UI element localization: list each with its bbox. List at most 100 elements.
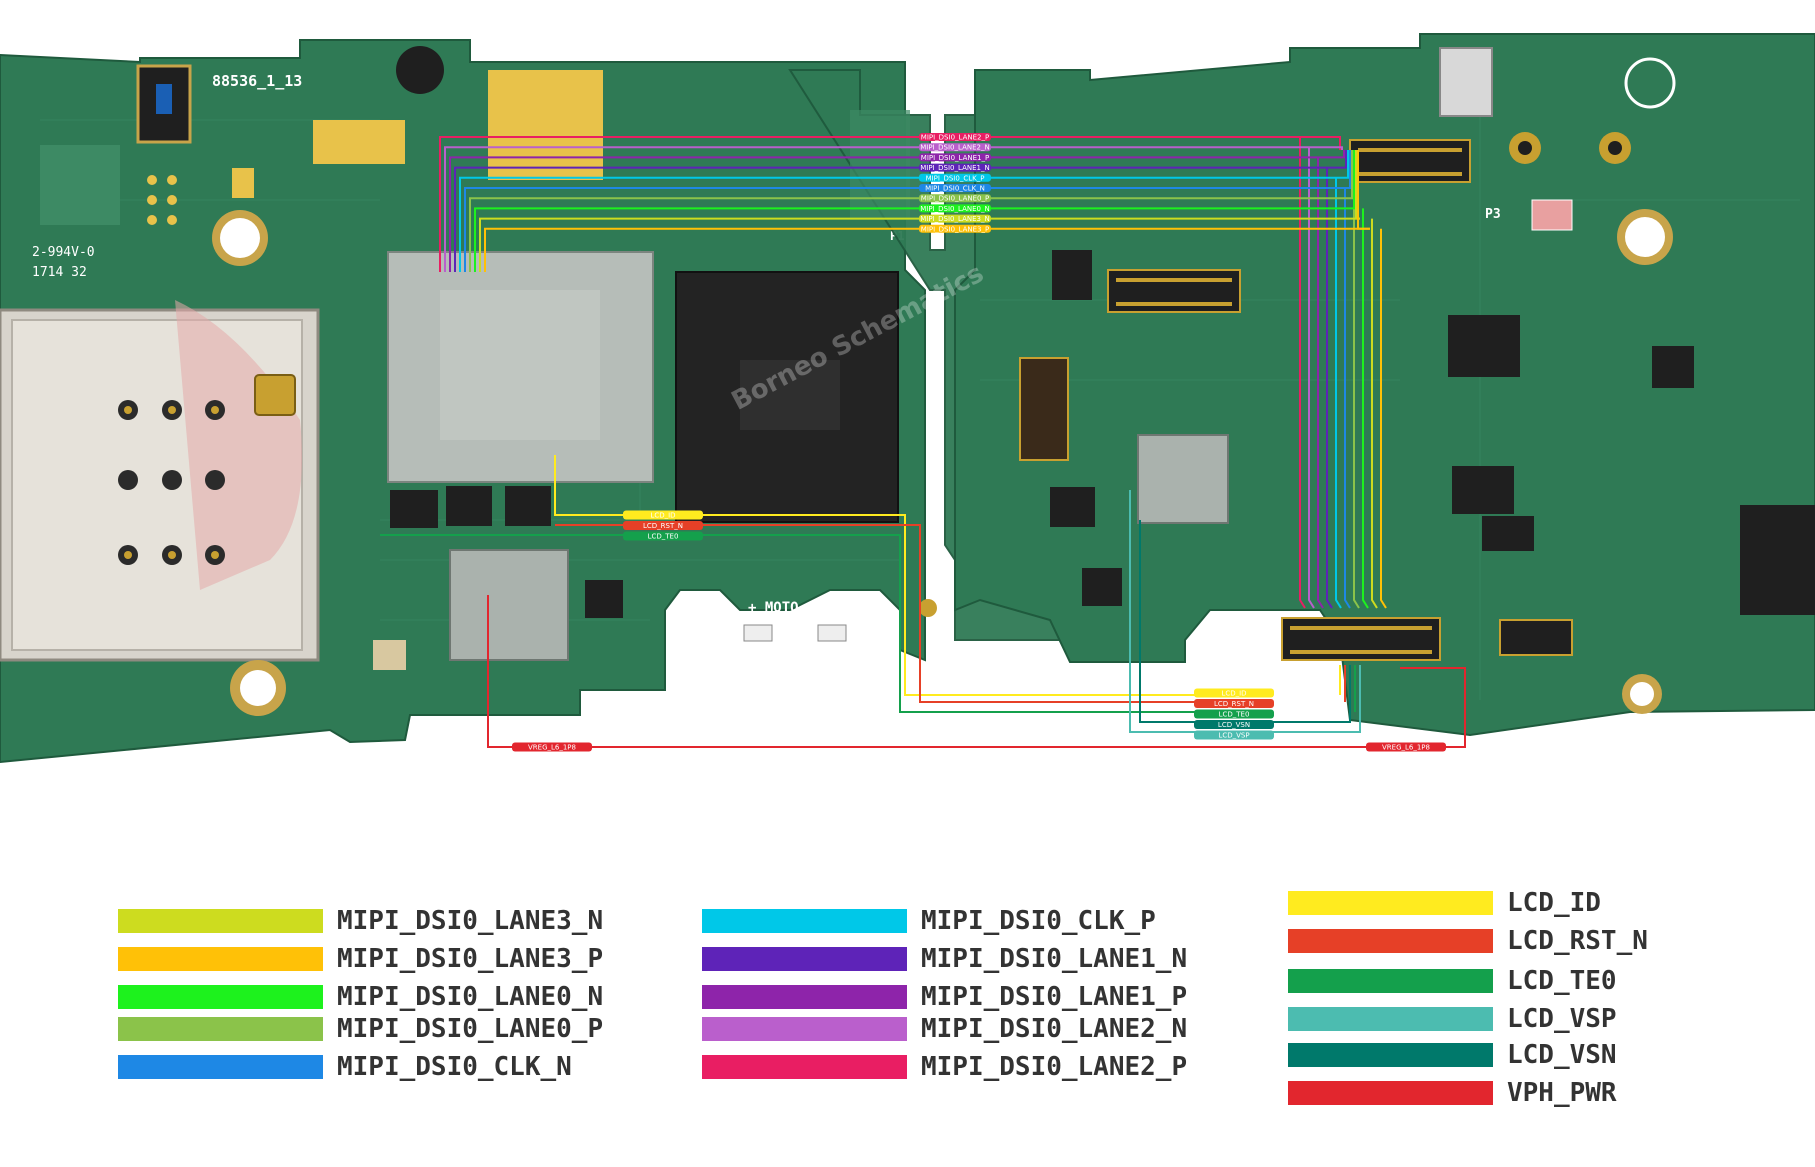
trace-mipi_dsi0_lane0_n-left xyxy=(474,207,1350,272)
net-tag-mipi_dsi0_lane0_n-label: MIPI_DSI0_LANE0_N xyxy=(920,205,989,213)
net-tag-mid-lcd_id-bg xyxy=(623,510,703,520)
legend-label: MIPI_DSI0_LANE3_P xyxy=(337,944,604,974)
net-tag-vreg-l6-1p8-left-label: VREG_L6_1P8 xyxy=(528,744,576,752)
legend-label: MIPI_DSI0_LANE1_P xyxy=(921,982,1188,1012)
net-tag-bottom-lcd_vsp-label: LCD_VSP xyxy=(1218,732,1249,740)
legend-item-mipi-dsi0-lane1-n: MIPI_DSI0_LANE1_N xyxy=(702,944,1187,974)
trace-mipi_dsi0_clk_n-connector xyxy=(1330,150,1351,189)
trace-mipi_dsi0_lane2_p-left xyxy=(439,136,1280,272)
trace-mipi_dsi0_lane3_p-left xyxy=(484,227,1370,272)
net-tag-mipi_dsi0_clk_n: MIPI_DSI0_CLK_N xyxy=(919,184,991,193)
net-tag-bottom-lcd_te0: LCD_TE0 xyxy=(1194,709,1274,719)
trace-mipi_dsi0_lane3_p-down xyxy=(1380,228,1387,609)
net-tag-mipi_dsi0_lane2_p-label: MIPI_DSI0_LANE2_P xyxy=(921,134,989,142)
legend-swatch xyxy=(1288,1007,1493,1031)
trace-mipi_dsi0_clk_p-down xyxy=(1335,177,1342,609)
pcb-marking-left: 2-994V-0 xyxy=(32,245,95,260)
trace-vreg-l6-1p8 xyxy=(487,595,1466,748)
trace-mipi_dsi0_lane1_p-down xyxy=(1317,157,1324,609)
trace-mipi_dsi0_lane2_n-down xyxy=(1308,147,1315,609)
legend-item-mipi-dsi0-lane3-p: MIPI_DSI0_LANE3_P xyxy=(118,944,603,974)
legend-swatch xyxy=(702,1017,907,1041)
legend-item-lcd-te0: LCD_TE0 xyxy=(1288,966,1617,996)
net-tag-mipi_dsi0_lane0_p: MIPI_DSI0_LANE0_P xyxy=(919,194,991,203)
legend-item-mipi-dsi0-lane2-p: MIPI_DSI0_LANE2_P xyxy=(702,1052,1187,1082)
trace-mipi_dsi0_lane3_p-connector xyxy=(1357,150,1370,230)
net-tag-mipi_dsi0_lane1_p-bg xyxy=(919,153,991,162)
pmic-bga xyxy=(449,549,569,661)
legend-item-mipi-dsi0-lane1-p: MIPI_DSI0_LANE1_P xyxy=(702,982,1187,1012)
legend-item-mipi-dsi0-lane0-p: MIPI_DSI0_LANE0_P xyxy=(118,1014,603,1044)
net-tag-mipi_dsi0_lane0_p-label: MIPI_DSI0_LANE0_P xyxy=(921,195,989,203)
net-tag-mipi_dsi0_clk_n-bg xyxy=(919,184,991,192)
legend-swatch xyxy=(702,909,907,933)
trace-mipi_dsi0_clk_n-left xyxy=(464,187,1330,272)
net-tag-bottom-lcd_rst_n: LCD_RST_N xyxy=(1194,699,1274,708)
net-tag-vreg-l6-1p8-left-bg xyxy=(512,742,592,752)
net-tag-mipi_dsi0_clk_p: MIPI_DSI0_CLK_P xyxy=(919,173,991,182)
net-tag-bottom-lcd_rst_n-bg xyxy=(1194,699,1274,708)
net-tag-mipi_dsi0_lane3_p-bg xyxy=(919,224,991,233)
pcb-marking-motor: + MOTO - xyxy=(748,600,815,616)
legend-item-lcd-id: LCD_ID xyxy=(1288,888,1601,918)
net-tag-mipi_dsi0_lane3_n: MIPI_DSI0_LANE3_N xyxy=(919,214,991,223)
trace-mipi_dsi0_lane3_n-left xyxy=(479,217,1360,272)
net-tag-bottom-lcd_te0-label: LCD_TE0 xyxy=(1219,711,1250,719)
legend-swatch xyxy=(1288,891,1493,915)
net-tag-bottom-lcd_vsp: LCD_VSP xyxy=(1194,730,1274,740)
trace-mipi_dsi0_clk_p-connector xyxy=(1320,150,1349,179)
trace-mipi_dsi0_lane0_n-connector xyxy=(1350,150,1355,210)
net-tag-mipi_dsi0_lane3_p-label: MIPI_DSI0_LANE3_P xyxy=(921,225,989,233)
net-tag-mipi_dsi0_lane1_p: MIPI_DSI0_LANE1_P xyxy=(919,153,991,162)
legend-label: MIPI_DSI0_LANE1_N xyxy=(921,944,1188,974)
legend-item-mipi-dsi0-lane2-n: MIPI_DSI0_LANE2_N xyxy=(702,1014,1187,1044)
net-tag-mipi_dsi0_lane2_p-bg xyxy=(919,133,991,141)
net-tag-mid-lcd_te0-label: LCD_TE0 xyxy=(648,533,679,541)
trace-mipi_dsi0_lane1_n-down xyxy=(1326,167,1333,609)
trace-mipi_dsi0_lane0_p-left xyxy=(469,197,1340,272)
net-tag-mid-lcd_te0: LCD_TE0 xyxy=(623,531,703,541)
legend-label: MIPI_DSI0_LANE2_N xyxy=(921,1014,1188,1044)
net-tag-mid-lcd_rst_n-bg xyxy=(623,521,703,530)
trace-mipi_dsi0_lane1_n-connector xyxy=(1310,150,1347,169)
legend-swatch xyxy=(118,985,323,1009)
legend-item-mipi-dsi0-lane0-n: MIPI_DSI0_LANE0_N xyxy=(118,982,603,1012)
legend-label: LCD_RST_N xyxy=(1507,926,1648,956)
legend-swatch xyxy=(702,947,907,971)
trace-mipi_dsi0_lane0_n-down xyxy=(1362,208,1369,609)
trace-mipi_dsi0_lane3_n-down xyxy=(1371,218,1378,609)
net-tag-mipi_dsi0_lane1_n: MIPI_DSI0_LANE1_N xyxy=(919,163,991,172)
net-tag-bottom-lcd_vsn-bg xyxy=(1194,720,1274,729)
pcb-board-diagram: 88536_1_13 2-994V-0 1714 32 + MOTO - P1 xyxy=(0,33,1815,764)
trace-mipi_dsi0_lane2_n-left xyxy=(444,146,1290,272)
net-tag-vreg-l6-1p8-right: VREG_L6_1P8 xyxy=(1366,742,1446,752)
net-tag-bottom-lcd_rst_n-label: LCD_RST_N xyxy=(1214,700,1254,708)
legend-item-mipi-dsi0-clk-p: MIPI_DSI0_CLK_P xyxy=(702,906,1156,936)
legend-label: LCD_TE0 xyxy=(1507,966,1617,996)
trace-mipi_dsi0_clk_p-left xyxy=(459,176,1320,272)
net-tag-bottom-lcd_vsn-label: LCD_VSN xyxy=(1218,721,1250,729)
net-tag-mid-lcd_rst_n: LCD_RST_N xyxy=(623,521,703,530)
legend-label: MIPI_DSI0_CLK_P xyxy=(921,906,1156,936)
net-tag-mipi_dsi0_lane2_p: MIPI_DSI0_LANE2_P xyxy=(919,133,991,142)
trace-mipi_dsi0_lane0_p-down xyxy=(1353,198,1360,609)
legend-label: LCD_VSP xyxy=(1507,1004,1617,1034)
net-tag-mid-lcd_te0-bg xyxy=(623,531,703,541)
trace-mipi_dsi0_lane1_p-left xyxy=(449,156,1300,272)
trace-mipi_dsi0_lane2_p-down xyxy=(1299,137,1306,609)
trace-mipi_dsi0_clk_n-down xyxy=(1344,188,1351,609)
legend-label: VPH_PWR xyxy=(1507,1078,1617,1108)
legend-swatch xyxy=(118,1017,323,1041)
net-tag-mipi_dsi0_lane2_n: MIPI_DSI0_LANE2_N xyxy=(919,143,991,152)
legend-swatch xyxy=(118,1055,323,1079)
net-tag-mipi_dsi0_lane1_p-label: MIPI_DSI0_LANE1_P xyxy=(921,154,989,162)
legend-swatch xyxy=(1288,969,1493,993)
net-tag-mipi_dsi0_clk_p-label: MIPI_DSI0_CLK_P xyxy=(926,174,985,182)
net-tag-mipi_dsi0_lane2_n-bg xyxy=(919,143,991,152)
legend-label: LCD_VSN xyxy=(1507,1040,1617,1070)
net-tag-mipi_dsi0_lane0_n-bg xyxy=(919,204,991,213)
legend-label: MIPI_DSI0_LANE0_N xyxy=(337,982,604,1012)
right-board: P3 xyxy=(954,33,1815,737)
trace-mipi_dsi0_lane0_p-connector xyxy=(1340,150,1353,200)
